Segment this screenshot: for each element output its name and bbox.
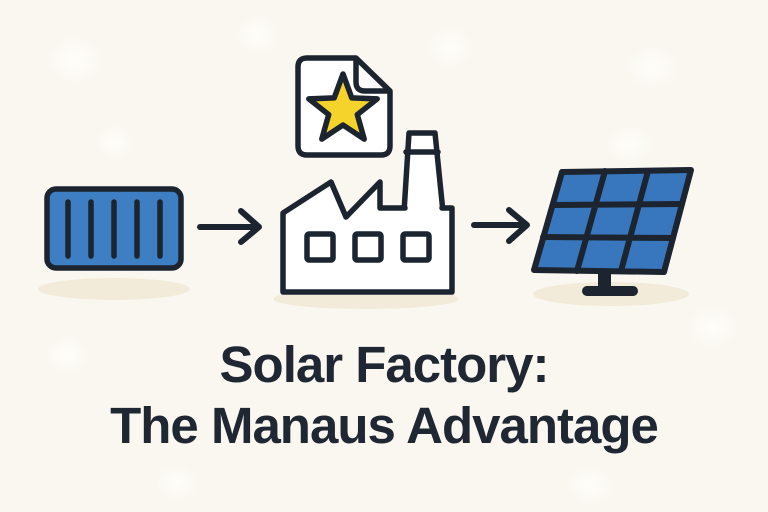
title: Solar Factory: The Manaus Advantage bbox=[0, 334, 768, 456]
arrow-head bbox=[238, 208, 262, 245]
factory-body-outline bbox=[280, 179, 455, 295]
title-line-1: Solar Factory: bbox=[219, 336, 550, 393]
arrow-right-icon bbox=[197, 208, 262, 245]
shipping-container-icon bbox=[38, 186, 190, 300]
star-icon bbox=[306, 71, 380, 142]
factory-window bbox=[352, 231, 384, 263]
factory-window bbox=[400, 231, 432, 263]
arrow-head bbox=[506, 207, 530, 244]
solar-panel-base bbox=[582, 286, 638, 296]
factory-window bbox=[304, 231, 336, 263]
factory-icon bbox=[273, 130, 459, 309]
factory-chimney bbox=[401, 130, 446, 215]
solar-panel-face bbox=[531, 167, 694, 275]
container-ribs bbox=[65, 199, 163, 259]
title-line-2: The Manaus Advantage bbox=[110, 397, 659, 454]
certificate-icon bbox=[295, 55, 393, 158]
arrow-right-icon bbox=[471, 207, 530, 244]
solar-panel-grid bbox=[540, 168, 685, 274]
solar-panel-icon bbox=[531, 167, 694, 306]
illustration bbox=[38, 55, 694, 309]
document-fold bbox=[353, 56, 391, 94]
container-shadow bbox=[38, 278, 190, 300]
